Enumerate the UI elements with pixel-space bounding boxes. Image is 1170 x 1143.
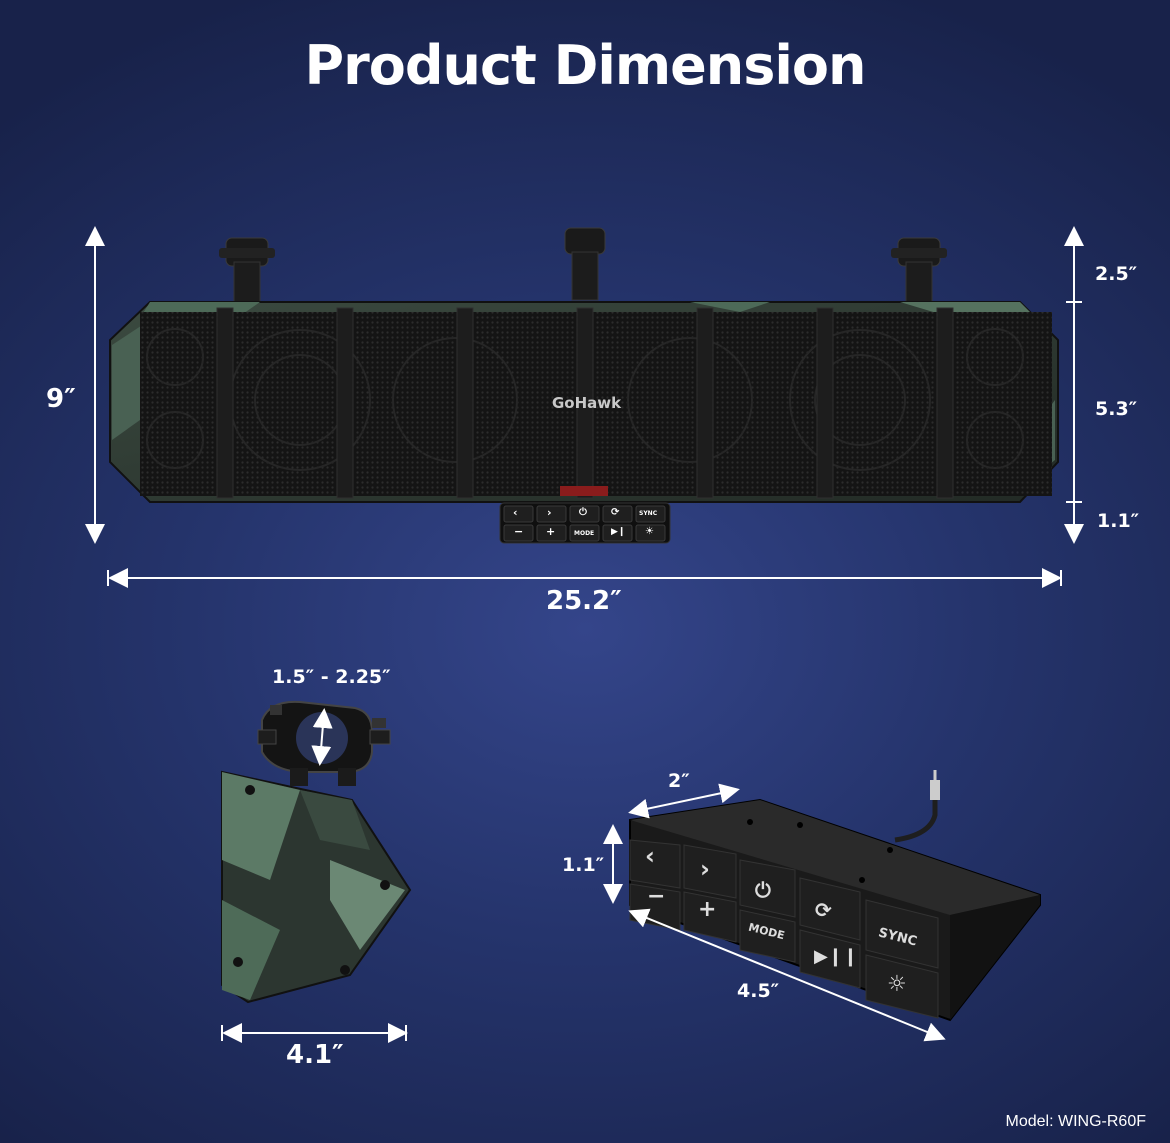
large-play-pause-icon: ▶❙❙ (814, 946, 859, 967)
bracket-illustration (221, 700, 412, 1043)
large-power-icon: ⏻ (755, 878, 771, 902)
brightness-icon: ☀ (645, 526, 654, 537)
large-prev-icon: ‹ (645, 842, 655, 870)
dimension-lines (85, 226, 1084, 588)
next-icon: › (547, 506, 552, 519)
mount-clamps (219, 227, 947, 305)
large-brightness-icon: ☼ (887, 972, 907, 997)
large-loop-icon: ⟳ (815, 898, 832, 922)
remote-depth-label: 2″ (668, 770, 690, 792)
remote-length-label: 4.5″ (737, 980, 780, 1002)
brand-logo: GoHawk (552, 394, 622, 412)
sync-label-small: SYNC (639, 510, 658, 517)
mode-label-small: MODE (574, 530, 595, 537)
prev-icon: ‹ (513, 506, 518, 519)
large-next-icon: › (700, 855, 710, 883)
remote-thickness-label: 1.1″ (562, 854, 605, 876)
loop-icon: ⟳ (611, 507, 620, 518)
total-height-label: 9″ (46, 384, 76, 414)
speaker-height-label: 5.3″ (1095, 398, 1138, 420)
mini-remote (499, 502, 671, 544)
power-icon: ⏻ (579, 507, 587, 518)
remote-illustration (603, 770, 1041, 1042)
plus-icon: + (546, 525, 556, 538)
remote-height-label: 1.1″ (1097, 510, 1140, 532)
play-pause-icon: ▶❙ (611, 527, 626, 537)
mount-height-label: 2.5″ (1095, 263, 1138, 285)
large-plus-icon: + (698, 897, 717, 922)
width-label: 25.2″ (546, 586, 622, 616)
model-label: Model: WING-R60F (1005, 1113, 1146, 1130)
page-title: Product Dimension (304, 34, 867, 97)
large-minus-icon: − (647, 884, 666, 909)
bracket-width-label: 4.1″ (286, 1040, 344, 1070)
clamp-range-label: 1.5″ - 2.25″ (272, 666, 391, 688)
minus-icon: − (514, 525, 524, 538)
soundbar-body (109, 301, 1059, 503)
